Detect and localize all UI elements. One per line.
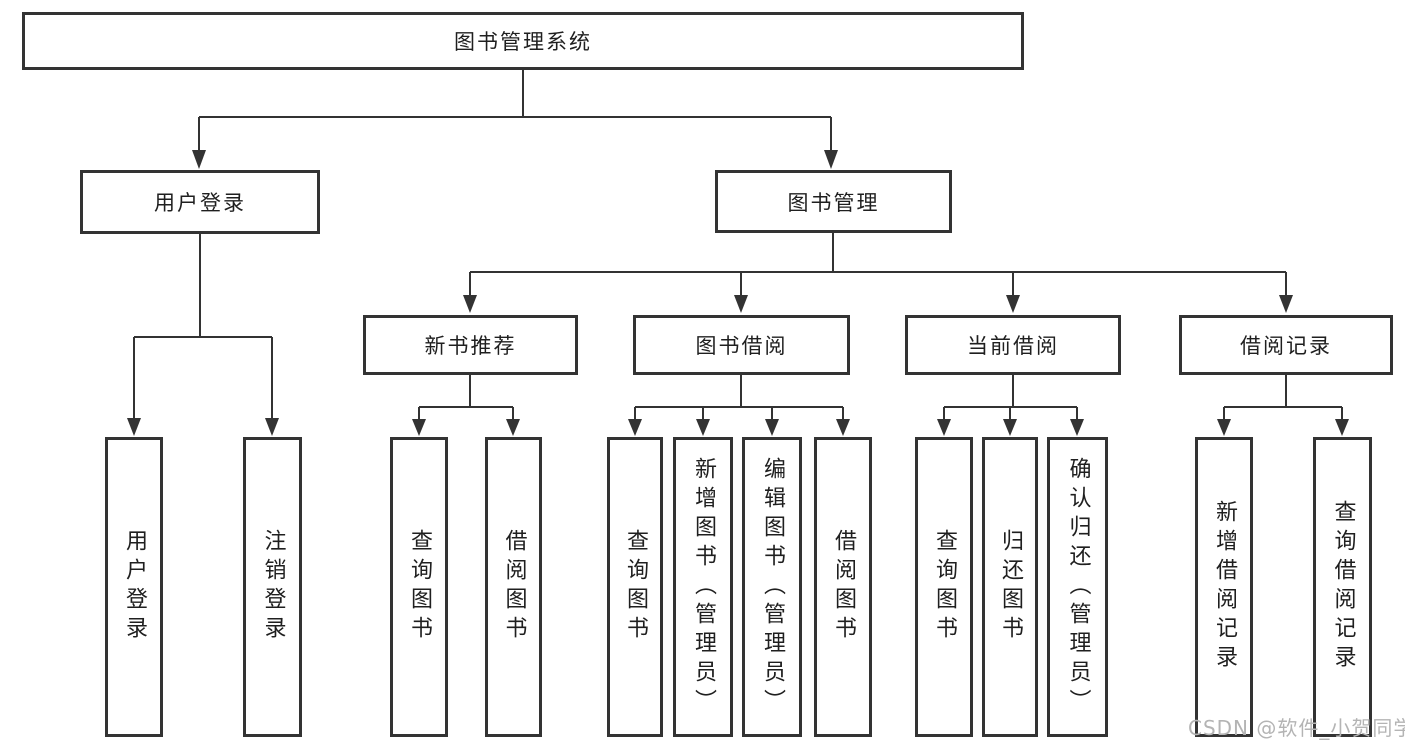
node-book-management: 图书管理 (715, 170, 952, 233)
node-current-borrow: 当前借阅 (905, 315, 1121, 375)
leaf-return-book: 归还图书 (982, 437, 1038, 737)
leaf-borrow-books: 借阅图书 (814, 437, 872, 737)
leaf-logout: 注销登录 (243, 437, 302, 737)
leaf-query-books-current: 查询图书 (915, 437, 973, 737)
node-borrow-record: 借阅记录 (1179, 315, 1393, 375)
node-user-login: 用户登录 (80, 170, 320, 234)
node-root: 图书管理系统 (22, 12, 1024, 70)
leaf-query-books-borrow: 查询图书 (607, 437, 663, 737)
leaf-query-books-recommend: 查询图书 (390, 437, 448, 737)
leaf-query-borrow-record: 查询借阅记录 (1313, 437, 1372, 737)
node-new-book-recommend: 新书推荐 (363, 315, 578, 375)
leaf-borrow-books-recommend: 借阅图书 (485, 437, 542, 737)
leaf-user-login: 用户登录 (105, 437, 163, 737)
leaf-confirm-return-admin: 确认归还（管理员） (1047, 437, 1108, 737)
watermark: CSDN @软件_小贺同学 (1188, 716, 1405, 740)
node-book-borrow: 图书借阅 (633, 315, 850, 375)
leaf-add-borrow-record: 新增借阅记录 (1195, 437, 1253, 737)
leaf-edit-book-admin: 编辑图书（管理员） (742, 437, 802, 737)
leaf-add-book-admin: 新增图书（管理员） (673, 437, 733, 737)
